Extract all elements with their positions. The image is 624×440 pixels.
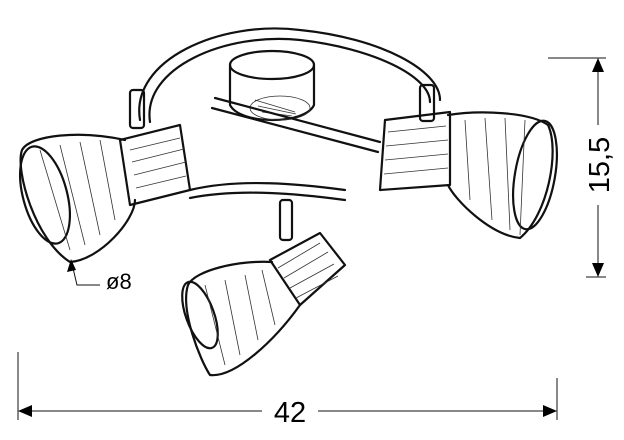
arrow-up-icon xyxy=(592,58,604,72)
diameter-label: ø8 xyxy=(106,269,132,294)
arrow-down-icon xyxy=(592,263,604,277)
arrow-up-icon xyxy=(67,259,76,272)
bottom-spotlight xyxy=(181,198,347,377)
width-dimension xyxy=(17,352,558,420)
left-spotlight xyxy=(19,88,192,264)
height-dimension xyxy=(548,57,606,278)
ceiling-base xyxy=(228,49,316,121)
arrow-left-icon xyxy=(18,405,32,417)
ring-arm xyxy=(138,27,442,202)
height-label: 15,5 xyxy=(584,137,616,193)
diameter-leader xyxy=(67,259,100,286)
width-label: 42 xyxy=(274,397,306,429)
right-spotlight xyxy=(378,83,558,240)
arrow-right-icon xyxy=(543,405,557,417)
cross-bar xyxy=(210,96,382,154)
